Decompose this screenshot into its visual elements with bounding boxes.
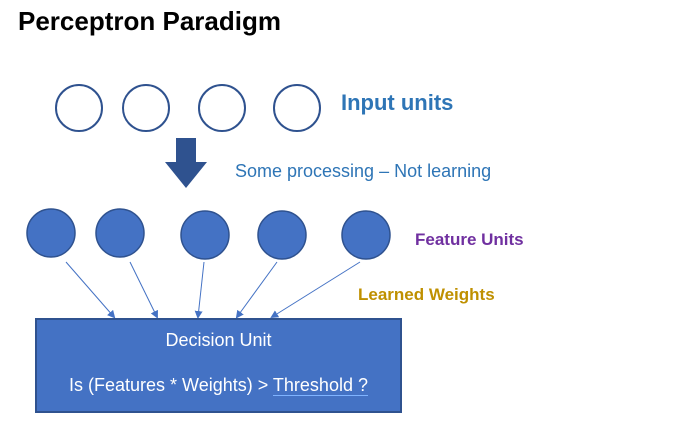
- weight-connection: [270, 261, 361, 319]
- feature-unit: [26, 208, 76, 258]
- feature-unit: [180, 210, 230, 260]
- weight-connections: [65, 261, 361, 319]
- weight-connection: [65, 261, 116, 319]
- down-arrow-icon: [165, 138, 207, 188]
- weight-connection: [235, 261, 278, 319]
- feature-units-label: Feature Units: [415, 230, 524, 249]
- decision-unit-title: Decision Unit: [165, 330, 272, 350]
- input-units-group: [55, 84, 321, 132]
- feature-unit: [341, 210, 391, 260]
- weight-connection: [194, 261, 205, 319]
- decision-rule-prefix: Is (Features * Weights) >: [69, 375, 273, 395]
- decision-unit-box: [35, 318, 402, 413]
- decision-rule: Is (Features * Weights) > Threshold ?: [36, 375, 401, 396]
- decision-rule-threshold: Threshold ?: [272, 375, 368, 396]
- learned-weights-label: Learned Weights: [358, 285, 495, 304]
- input-unit: [273, 84, 321, 132]
- feature-unit: [257, 210, 307, 260]
- processing-label: Some processing – Not learning: [235, 161, 492, 181]
- input-units-label: Input units: [341, 90, 454, 115]
- input-unit: [122, 84, 170, 132]
- feature-units-group: [26, 208, 391, 260]
- page-title: Perceptron Paradigm: [18, 6, 281, 36]
- input-unit: [198, 84, 246, 132]
- weight-connection: [129, 261, 158, 319]
- feature-unit: [95, 208, 145, 258]
- input-unit: [55, 84, 103, 132]
